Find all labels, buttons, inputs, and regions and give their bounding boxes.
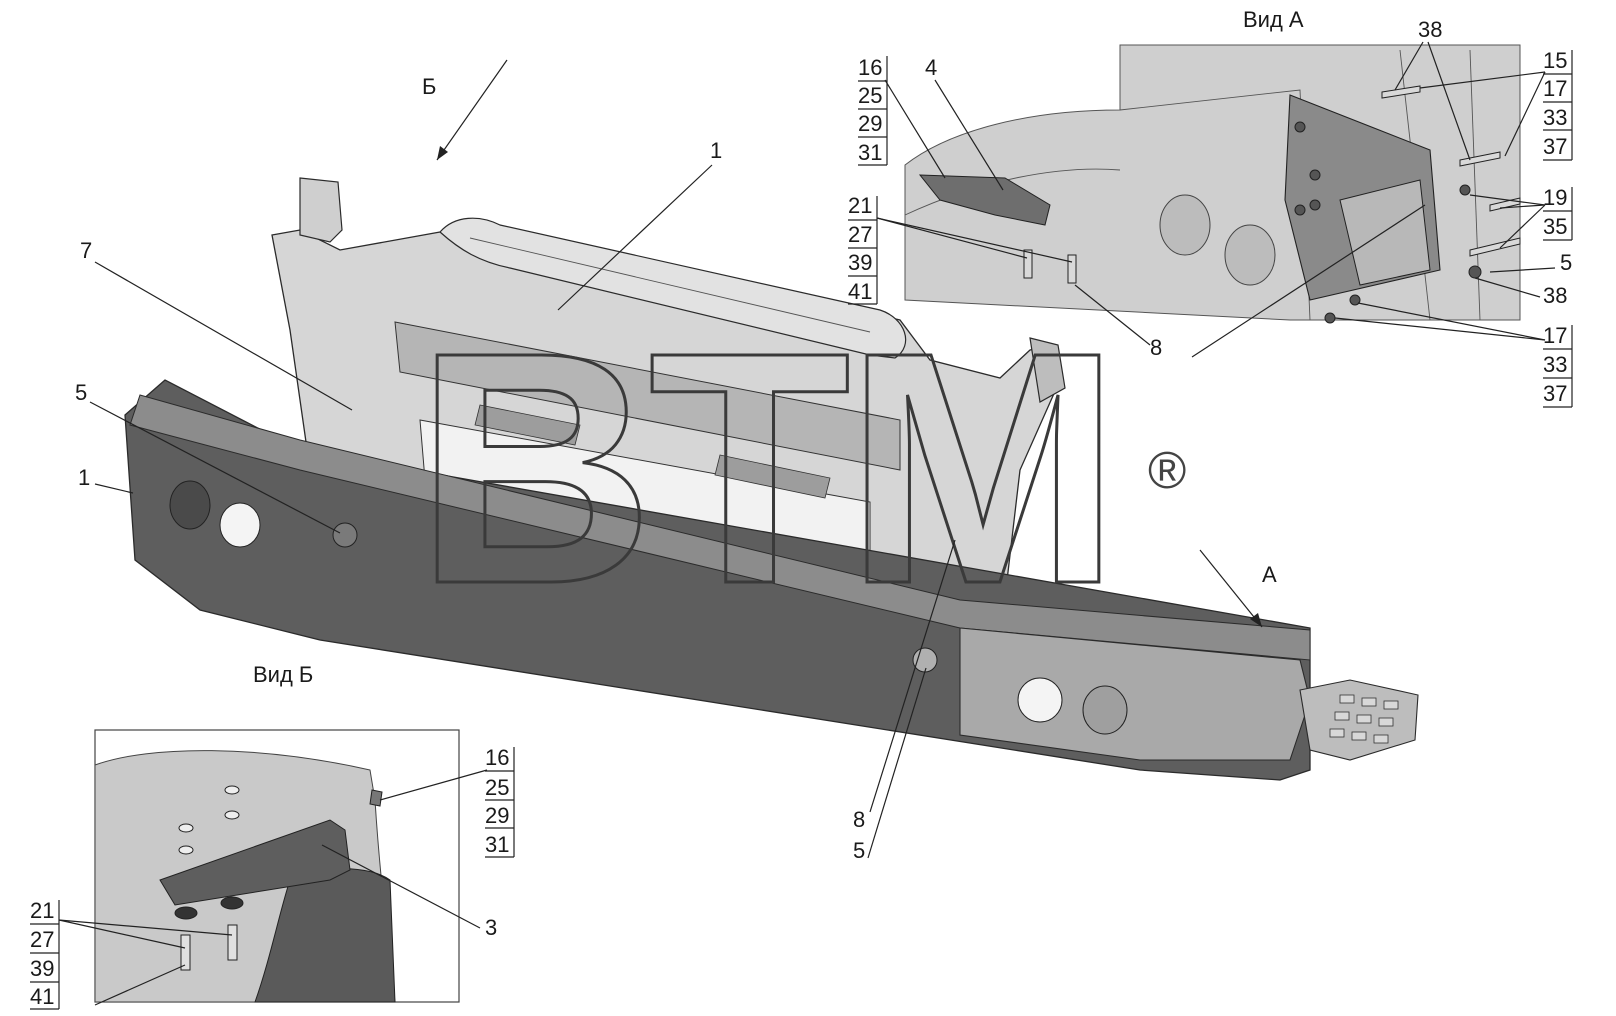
fog-lamp-left-2 bbox=[219, 502, 261, 548]
view-b-title: Вид Б bbox=[253, 662, 313, 687]
detail-b-washers bbox=[174, 785, 244, 920]
a-label-41: 41 bbox=[848, 279, 872, 304]
a-label-33-bottom: 33 bbox=[1543, 352, 1567, 377]
fog-lamp-left-1 bbox=[169, 480, 211, 530]
a-label-25: 25 bbox=[858, 83, 882, 108]
arrow-a-head bbox=[1250, 613, 1262, 627]
b-label-3: 3 bbox=[485, 915, 497, 940]
arrow-b-line bbox=[436, 59, 508, 161]
fog-lamp-right-1 bbox=[1017, 677, 1063, 723]
view-indicators: Вид А Вид Б Б А bbox=[253, 7, 1304, 687]
a-label-35: 35 bbox=[1543, 214, 1567, 239]
label-5-left: 5 bbox=[75, 380, 87, 405]
view-a-callouts: 16 25 29 31 4 21 27 39 41 8 38 15 17 33 bbox=[848, 17, 1573, 408]
a-label-15: 15 bbox=[1543, 48, 1567, 73]
a-label-8: 8 bbox=[1150, 335, 1162, 360]
b-label-27: 27 bbox=[30, 927, 54, 952]
detail-b-bolts bbox=[180, 924, 238, 971]
b-label-39: 39 bbox=[30, 956, 54, 981]
label-1-top: 1 bbox=[710, 138, 722, 163]
a-label-31: 31 bbox=[858, 140, 882, 165]
a-label-33-top: 33 bbox=[1543, 105, 1567, 130]
b-label-25: 25 bbox=[485, 775, 509, 800]
b-label-16: 16 bbox=[485, 745, 509, 770]
step-plate-2 bbox=[714, 454, 831, 499]
bracket-right bbox=[1029, 337, 1066, 403]
fog-lamp-right-2 bbox=[1082, 685, 1128, 735]
plug-left bbox=[332, 522, 358, 548]
a-label-37-bottom: 37 bbox=[1543, 381, 1567, 406]
a-label-27: 27 bbox=[848, 222, 872, 247]
b-label-29: 29 bbox=[485, 803, 509, 828]
a-label-37-top: 37 bbox=[1543, 134, 1567, 159]
main-callouts: 1 7 5 1 8 5 bbox=[75, 138, 956, 863]
arrow-b-letter: Б bbox=[422, 74, 436, 99]
a-label-4: 4 bbox=[925, 55, 937, 80]
detail-b-arm bbox=[159, 819, 351, 906]
label-1-left: 1 bbox=[78, 465, 90, 490]
a-label-29: 29 bbox=[858, 111, 882, 136]
detail-a-round-hole-2 bbox=[1159, 194, 1211, 256]
watermark-text: BTM bbox=[415, 283, 1115, 652]
view-a-title: Вид А bbox=[1243, 7, 1304, 32]
detail-a-arm bbox=[918, 174, 1051, 226]
detail-a-bracket bbox=[1339, 179, 1431, 286]
a-label-19: 19 bbox=[1543, 185, 1567, 210]
detail-a-round-hole bbox=[1224, 224, 1276, 286]
b-label-31: 31 bbox=[485, 832, 509, 857]
a-label-16: 16 bbox=[858, 55, 882, 80]
arrow-b-head bbox=[437, 146, 448, 160]
a-label-21: 21 bbox=[848, 193, 872, 218]
detail-b-screw bbox=[369, 789, 383, 807]
label-7: 7 bbox=[80, 238, 92, 263]
label-5-bottom: 5 bbox=[853, 838, 865, 863]
detail-view-b bbox=[94, 729, 460, 1003]
grille-opening-upper bbox=[394, 321, 901, 471]
b-label-21: 21 bbox=[30, 898, 54, 923]
watermark: BTM ® bbox=[414, 282, 1187, 654]
arrow-a-letter: А bbox=[1262, 562, 1277, 587]
view-b-callouts: 16 25 29 31 3 21 27 39 41 bbox=[30, 745, 515, 1010]
arrow-a-line bbox=[1199, 549, 1263, 628]
detail-view-a bbox=[904, 44, 1521, 324]
a-label-17-bottom: 17 bbox=[1543, 323, 1567, 348]
bumper-top-band bbox=[129, 394, 1311, 661]
bumper-right-end bbox=[959, 627, 1311, 761]
b-label-41: 41 bbox=[30, 984, 54, 1009]
a-label-39: 39 bbox=[848, 250, 872, 275]
bracket-left bbox=[299, 177, 343, 243]
bumper-assembly bbox=[124, 177, 1419, 781]
grille-handle bbox=[439, 217, 907, 359]
step-right-tread bbox=[1329, 694, 1399, 744]
label-8-bottom: 8 bbox=[853, 807, 865, 832]
step-plate-1 bbox=[474, 404, 581, 446]
a-label-5: 5 bbox=[1560, 250, 1572, 275]
watermark-registered-symbol: ® bbox=[1148, 442, 1186, 500]
a-label-38-top: 38 bbox=[1418, 17, 1442, 42]
a-label-38-bottom: 38 bbox=[1543, 283, 1567, 308]
a-label-17-top: 17 bbox=[1543, 76, 1567, 101]
